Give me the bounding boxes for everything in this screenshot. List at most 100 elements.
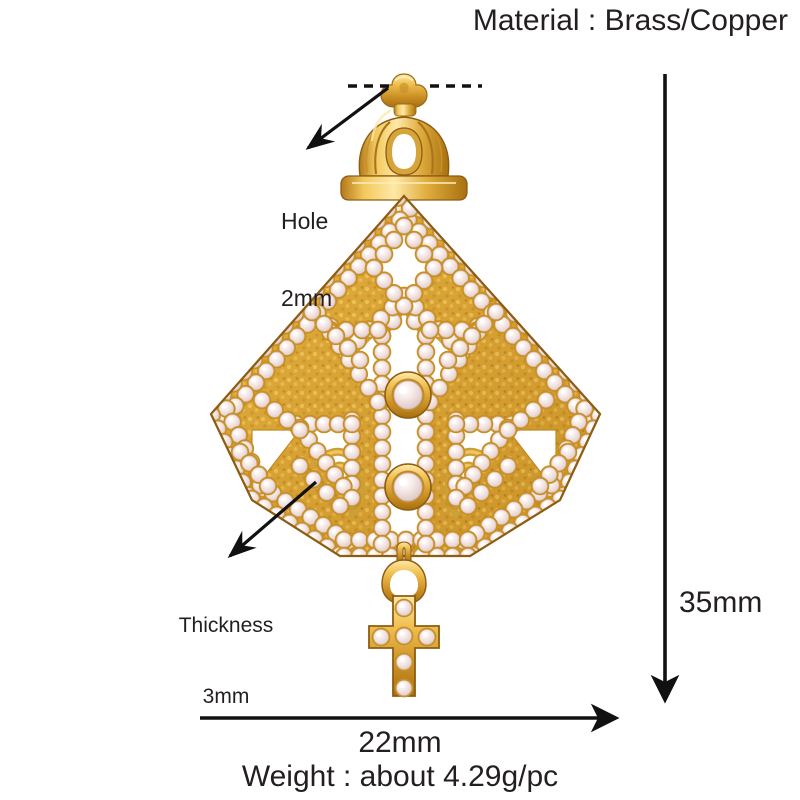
hole-label-line1: Hole — [281, 207, 329, 234]
pave-stone — [474, 414, 494, 434]
thickness-label-line2: 3mm — [202, 684, 250, 708]
width-dimension-label: 22mm — [358, 726, 442, 759]
pave-stone — [384, 230, 404, 250]
pave-stone — [524, 400, 543, 420]
pave-stone — [498, 420, 518, 440]
cross-pave-stone — [394, 652, 414, 672]
pave-stone — [460, 414, 480, 434]
material-label: Material : Brass/Copper — [472, 4, 788, 37]
pave-stone — [290, 456, 310, 476]
pave-stone — [472, 292, 491, 311]
pave-stone — [416, 534, 436, 554]
height-dimension-label: 35mm — [679, 586, 763, 619]
thickness-label-line1: Thickness — [178, 614, 274, 638]
pave-stone — [462, 326, 482, 346]
pave-stone — [342, 414, 362, 434]
pave-stone — [372, 518, 392, 538]
pave-stone — [404, 230, 424, 250]
pave-stone — [342, 458, 362, 478]
pave-stone — [372, 406, 392, 426]
pave-stone — [416, 502, 436, 522]
pave-stone — [328, 280, 348, 299]
pave-stone — [317, 483, 336, 502]
pave-stone — [446, 442, 466, 462]
loop-neck — [393, 103, 417, 117]
pave-stone — [349, 364, 369, 384]
pave-stone — [458, 546, 478, 556]
pave-stone — [352, 320, 372, 340]
pave-stone — [472, 483, 491, 502]
cross-drop — [368, 559, 440, 698]
cross-pave-stone — [417, 627, 437, 647]
pave-stone — [394, 296, 414, 316]
pave-stone — [416, 422, 436, 442]
pave-stone — [372, 438, 392, 458]
pave-stone — [414, 244, 434, 264]
pave-stone — [334, 546, 354, 556]
pave-stone — [334, 477, 353, 496]
pave-stone — [334, 530, 354, 550]
pave-stone — [443, 530, 462, 550]
pave-stone — [374, 244, 394, 264]
pave-stone — [420, 320, 440, 340]
pave-stone — [446, 458, 466, 478]
pave-stone — [304, 470, 323, 489]
pave-stone — [372, 534, 392, 554]
hole-label-line2: 2mm — [281, 284, 333, 311]
pave-stone — [474, 314, 494, 334]
pave-stone — [290, 420, 310, 440]
pave-stone — [314, 314, 334, 334]
pave-stone — [416, 358, 436, 378]
pave-stone — [368, 392, 388, 412]
fan-body — [209, 194, 602, 558]
pave-stone — [372, 454, 392, 474]
weight-label: Weight : about 4.29g/pc — [241, 760, 559, 793]
pave-stone — [424, 258, 444, 278]
pave-stone — [350, 546, 369, 556]
pave-stone — [514, 338, 533, 358]
pave-stone — [326, 326, 346, 346]
pave-stone — [430, 378, 449, 398]
pave-stone — [368, 320, 388, 340]
pave-stone — [436, 320, 456, 340]
pave-stone — [464, 465, 483, 484]
top-loop-trefoil — [380, 73, 428, 108]
pave-stone — [511, 410, 530, 430]
pave-stone — [427, 546, 447, 556]
pave-stone — [252, 390, 272, 410]
pave-stone — [486, 302, 506, 322]
pave-stone — [278, 410, 297, 430]
pave-stone — [394, 216, 414, 236]
cross-shape — [368, 595, 440, 697]
thickness-annotation-label: Thickness 3mm — [172, 567, 280, 755]
pave-stone — [446, 414, 466, 434]
pave-stone — [359, 378, 378, 398]
crown-collar — [340, 175, 468, 201]
pave-stone — [416, 438, 436, 458]
pave-stone — [458, 530, 478, 550]
pave-stone — [472, 453, 492, 473]
pave-stone — [416, 518, 436, 538]
pave-stone — [372, 502, 392, 522]
pave-stone — [350, 350, 370, 370]
pave-stone — [258, 476, 278, 496]
pave-stone — [302, 302, 322, 322]
pave-stone — [364, 258, 384, 278]
pave-stone — [530, 476, 550, 496]
crown-dome — [358, 109, 450, 177]
center-bezel-stone-lower — [384, 463, 432, 511]
pave-stone — [450, 338, 470, 358]
pave-stone — [372, 342, 392, 362]
pave-stone — [458, 496, 478, 516]
pave-stone — [485, 470, 504, 489]
cross-pave-stone — [394, 626, 414, 646]
center-bezel-stone-upper — [384, 371, 432, 419]
pave-stone — [416, 342, 436, 362]
pave-stone — [438, 350, 458, 370]
hole-annotation-label: Hole 2mm — [281, 157, 332, 363]
pave-stone — [314, 414, 334, 434]
pave-stone — [536, 390, 556, 410]
pave-stone — [328, 414, 348, 434]
